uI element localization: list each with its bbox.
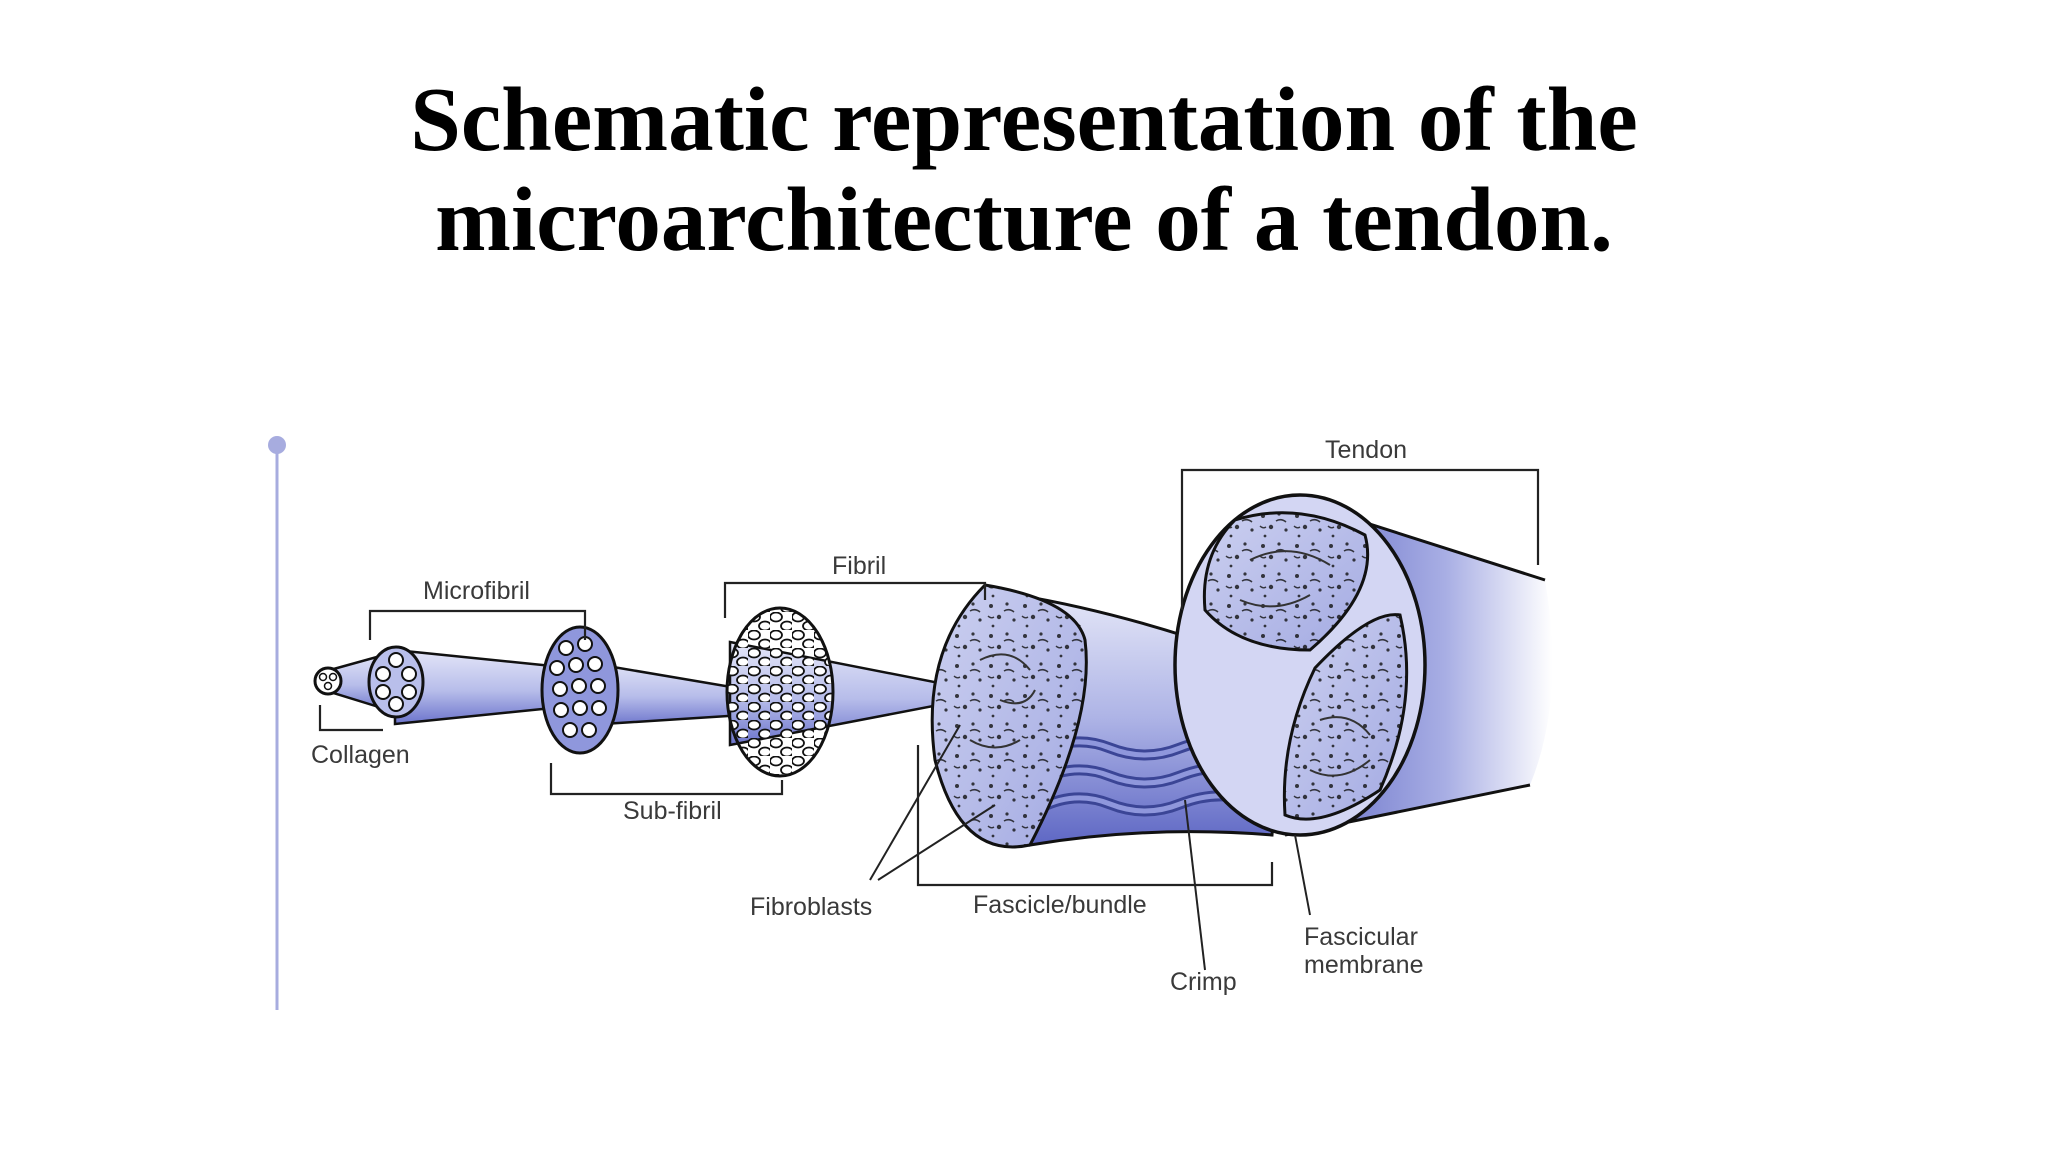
label-crimp: Crimp — [1170, 968, 1237, 996]
label-fascicle-bundle: Fascicle/bundle — [973, 891, 1147, 919]
label-fascicular-membrane-line-2: membrane — [1304, 951, 1424, 979]
bracket-collagen — [318, 705, 383, 732]
bracket-tendon — [1180, 468, 1540, 610]
tendon-cross-section — [1173, 493, 1427, 837]
bracket-microfibril — [368, 609, 587, 640]
collagen-cross-section — [313, 666, 343, 696]
collagen-cone — [328, 640, 977, 747]
label-microfibril: Microfibril — [423, 577, 530, 605]
slide-accent-line — [268, 436, 286, 1010]
microfibril-cross-section — [367, 645, 425, 719]
label-fibroblasts: Fibroblasts — [750, 893, 872, 921]
fibril-cross-section — [725, 606, 835, 778]
label-tendon: Tendon — [1325, 436, 1407, 464]
leader-fibroblasts-1 — [869, 724, 961, 881]
leader-crimp — [1184, 799, 1206, 971]
bracket-fascicle — [916, 745, 1274, 887]
slide-title-line-1: Schematic representation of the — [410, 69, 1638, 170]
brackets — [318, 468, 1540, 887]
leader-fascicular-membrane — [1294, 834, 1311, 916]
bracket-sub-fibril — [549, 763, 784, 796]
label-collagen: Collagen — [311, 741, 410, 769]
label-fibril: Fibril — [832, 552, 886, 580]
fascicle-cross-section — [930, 583, 1088, 849]
leader-fibroblasts-2 — [877, 804, 996, 881]
label-fascicular-membrane-line-1: Fascicular — [1304, 923, 1418, 951]
bracket-fibril — [723, 581, 987, 618]
slide-title-line-2: microarchitecture of a tendon. — [435, 169, 1613, 270]
label-sub-fibril: Sub-fibril — [623, 797, 722, 825]
slide-title: Schematic representation of the microarc… — [0, 70, 2048, 270]
sub-fibril-cross-section — [540, 625, 620, 755]
leader-lines — [869, 724, 1311, 971]
